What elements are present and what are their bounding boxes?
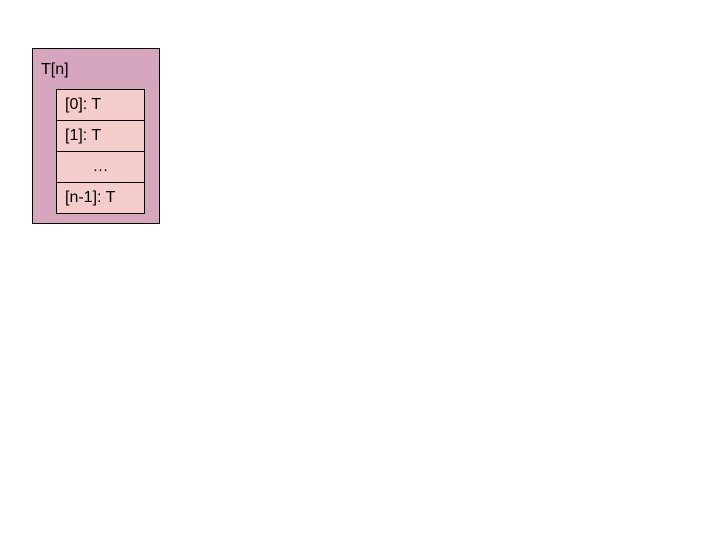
array-cells: [0]: T [1]: T … [n-1]: T	[56, 89, 145, 214]
array-cell-ellipsis: …	[56, 151, 145, 183]
array-title: T[n]	[41, 61, 69, 78]
array-cell-first: [0]: T	[56, 89, 145, 121]
array-cell-second: [1]: T	[56, 120, 145, 152]
array-container: T[n] [0]: T [1]: T … [n-1]: T	[32, 48, 160, 224]
array-cell-last: [n-1]: T	[56, 182, 145, 214]
